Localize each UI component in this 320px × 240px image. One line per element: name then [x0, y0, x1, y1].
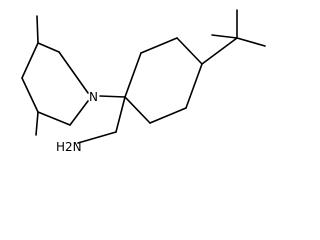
bond-tbu-me2	[211, 34, 238, 39]
bond-c4-c5	[185, 63, 203, 109]
bond-c6-c1	[124, 96, 151, 124]
bond-c3-c4	[21, 42, 39, 79]
aminomethyl-group	[77, 96, 126, 144]
bond-n-c2	[58, 51, 89, 94]
bond-ring-tbu	[201, 37, 238, 65]
chemical-structure: N H2N	[21, 9, 266, 153]
methyl-groups	[35, 15, 39, 136]
bond-c5-c6	[149, 107, 187, 124]
bond-c1-c2	[124, 52, 142, 98]
bond-c3-c4	[176, 37, 203, 65]
piperidine-ring	[21, 42, 89, 126]
amine-atom-label: H2N	[56, 140, 82, 153]
bond-c2-c3	[37, 42, 60, 53]
bond-c4-c5	[21, 77, 39, 113]
bond-c5-c6	[37, 111, 71, 126]
bond-c2-c3	[140, 37, 178, 54]
tert-butyl-group	[201, 9, 266, 65]
cyclohexane-ring	[124, 37, 203, 124]
bond-ch2-nh2	[77, 131, 117, 144]
bond-n-c1	[99, 95, 126, 98]
bond-methyl-bottom	[35, 111, 39, 136]
nitrogen-atom-label: N	[89, 90, 98, 104]
bond-c6-n	[69, 100, 89, 126]
bond-tbu-me3	[236, 37, 266, 47]
bond-c1-ch2	[115, 96, 126, 133]
bond-methyl-top	[36, 15, 39, 44]
